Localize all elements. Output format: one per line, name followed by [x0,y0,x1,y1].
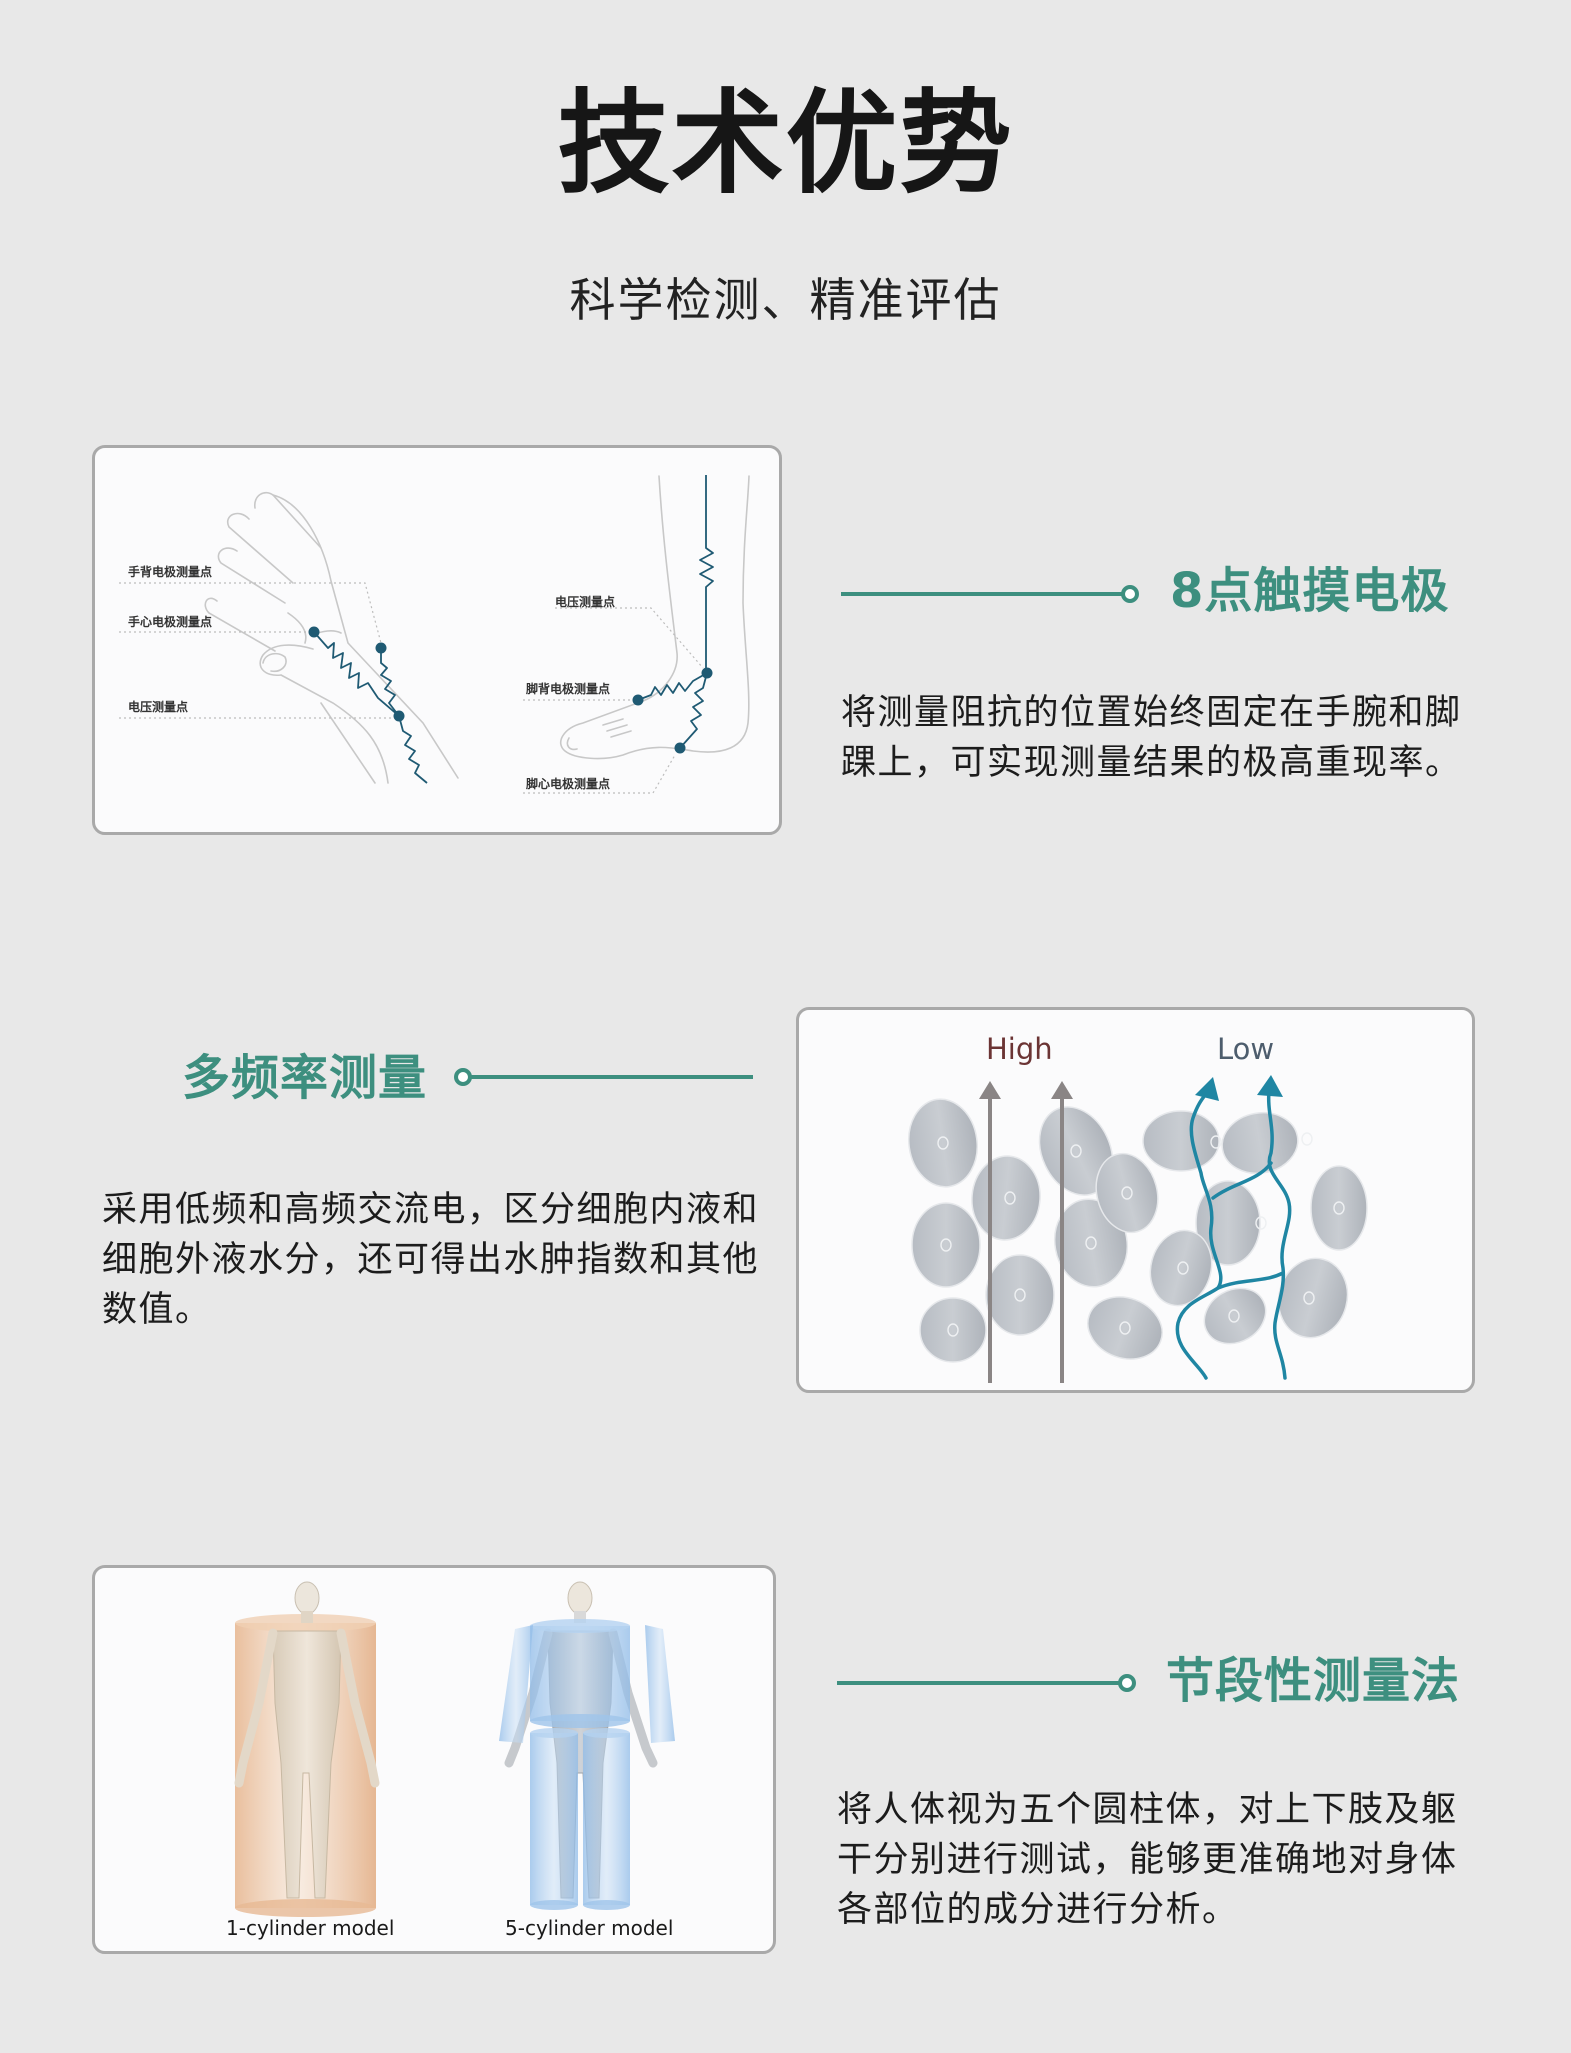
section-1-body-line: 将测量阻抗的位置始终固定在手腕和脚 [841,693,1462,733]
section-3-body: 将人体视为五个圆柱体，对上下肢及躯 干分别进行测试，能够更准确地对身体 各部位的… [837,1785,1477,1935]
high-frequency-arrows-icon [979,1081,1073,1383]
foot-outline-icon [559,475,750,760]
section-1-heading: 8点触摸电极 [1170,563,1450,619]
foot-electrode-dots-icon [632,667,713,754]
section-2-connector-line [470,1075,753,1079]
label-hand-voltage: 电压测量点 [128,700,189,714]
body-cylinder-illustration [234,1581,675,1917]
label-hand-palm-electrode: 手心电极测量点 [128,615,213,629]
section-3-connector-line [837,1681,1120,1685]
electrode-diagram-card: 手背电极测量点 手心电极测量点 电压测量点 电压测量点 脚背电极测量点 脚心电极… [92,445,782,835]
section-2-body-line: 细胞外液水分，还可得出水肿指数和其他 [102,1240,760,1280]
section-3-body-line: 各部位的成分进行分析。 [837,1890,1239,1930]
section-1-connector-line [841,592,1123,596]
label-foot-back-electrode: 脚背电极测量点 [526,682,611,696]
cell-current-diagram-card: High Low [796,1007,1475,1393]
label-foot-voltage: 电压测量点 [555,595,616,609]
hand-foot-electrode-illustration [119,475,750,794]
low-frequency-flow-icon [1175,1089,1292,1380]
page-title: 技术优势 [557,79,1014,209]
section-1-connector-node [1121,585,1139,603]
five-cylinder-caption: 5-cylinder model [505,1916,674,1940]
one-cylinder-caption: 1-cylinder model [226,1916,395,1940]
cells-icon [908,1098,1368,1363]
label-foot-sole-electrode: 脚心电极测量点 [526,777,611,791]
one-cylinder-figure-icon [234,1581,380,1917]
section-2-body-line: 采用低频和高频交流电，区分细胞内液和 [102,1190,760,1230]
section-3-connector-node [1118,1674,1136,1692]
section-2-body-line: 数值。 [102,1290,212,1330]
section-2-heading: 多频率测量 [182,1050,428,1106]
high-frequency-label: High [986,1032,1053,1066]
section-3-body-line: 将人体视为五个圆柱体，对上下肢及躯 [837,1790,1458,1830]
section-1-body-line: 踝上，可实现测量结果的极高重现率。 [841,743,1462,783]
hand-electrode-dots-icon [308,626,405,722]
low-frequency-label: Low [1217,1032,1275,1066]
label-hand-back-electrode: 手背电极测量点 [128,565,213,579]
section-3-heading: 节段性测量法 [1166,1653,1461,1709]
hand-outline-icon [204,491,459,784]
section-3-body-line: 干分别进行测试，能够更准确地对身体 [837,1840,1458,1880]
cell-current-illustration [908,1075,1368,1383]
section-2-body: 采用低频和高频交流电，区分细胞内液和 细胞外液水分，还可得出水肿指数和其他 数值… [102,1185,782,1335]
five-cylinder-figure-icon [499,1581,675,1910]
section-1-body: 将测量阻抗的位置始终固定在手腕和脚 踝上，可实现测量结果的极高重现率。 [841,688,1481,788]
page-subtitle: 科学检测、精准评估 [569,273,1002,327]
cylinder-model-card: 1-cylinder model 5-cylinder model [92,1565,776,1954]
